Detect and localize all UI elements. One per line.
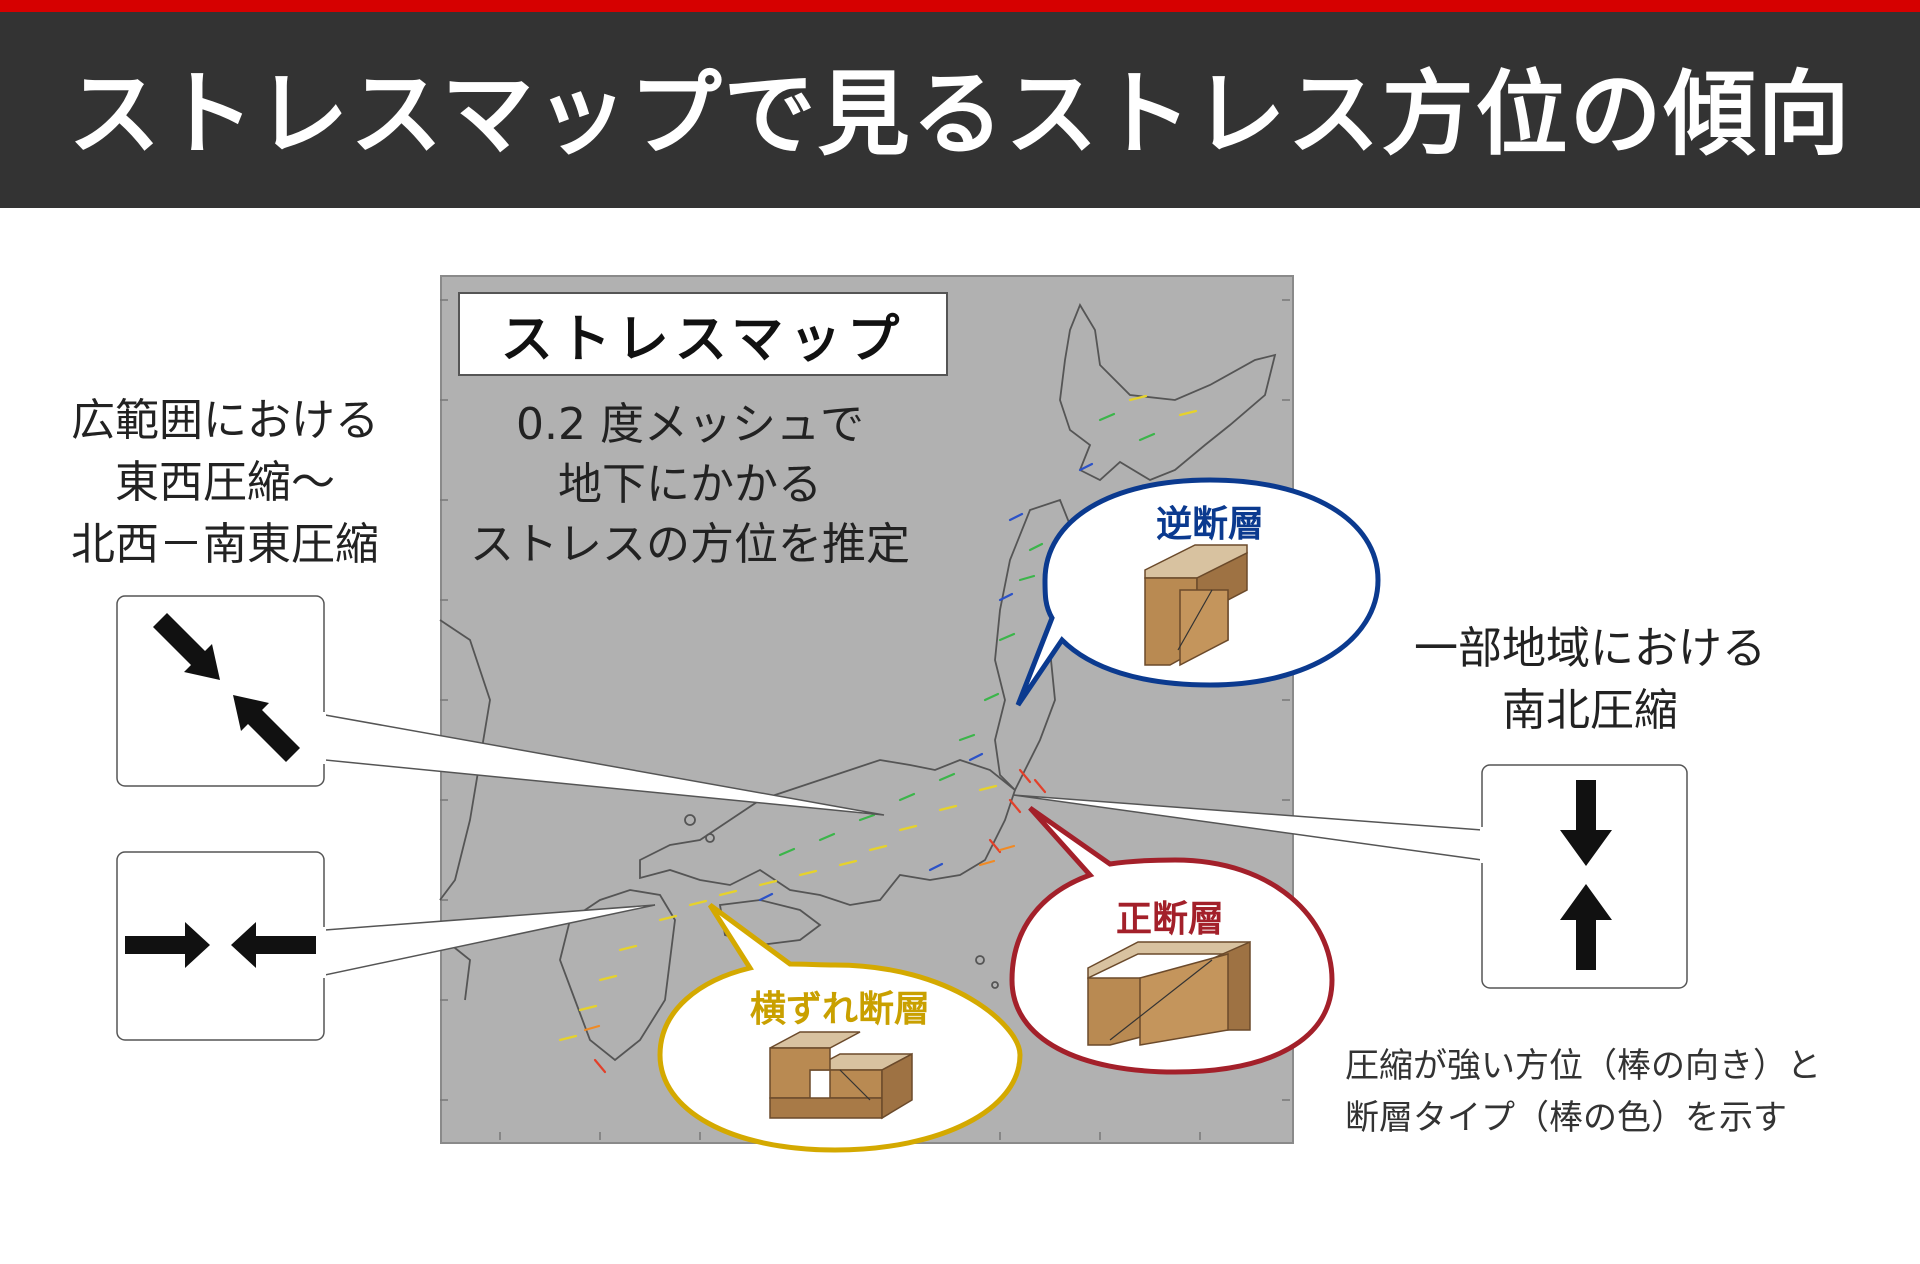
arrow-northwest-icon <box>233 695 300 762</box>
left-caption: 広範囲における 東西圧縮～ 北西－南東圧縮 <box>40 390 410 576</box>
arrow-up-icon <box>1560 884 1612 970</box>
legend-note-line: 圧縮が強い方位（棒の向き）と <box>1345 1046 1821 1086</box>
strike-slip-fault-bubble <box>657 902 1023 1153</box>
reverse-fault-label: 逆断層 <box>1155 504 1264 545</box>
ns-compression-box <box>1481 764 1688 989</box>
header-bar: ストレスマップで見るストレス方位の傾向 <box>0 0 1920 208</box>
callout-nw-se <box>324 714 885 816</box>
arrow-southeast-icon <box>153 613 220 680</box>
map-description-line: 0.2 度メッシュで <box>516 399 864 450</box>
map-description-line: 地下にかかる <box>558 459 822 510</box>
arrow-down-icon <box>1560 780 1612 866</box>
right-caption-line: 一部地域における <box>1414 623 1766 674</box>
normal-fault-block-icon <box>1087 940 1251 1046</box>
map-description: 0.2 度メッシュで 地下にかかる ストレスの方位を推定 <box>440 395 940 575</box>
left-caption-line: 広範囲における <box>71 395 379 446</box>
right-caption: 一部地域における 南北圧縮 <box>1380 618 1800 742</box>
stress-bars <box>558 394 1198 1074</box>
strike-slip-fault-label: 横ずれ断層 <box>749 989 930 1030</box>
nw-se-compression-box <box>116 595 325 787</box>
map-description-line: ストレスの方位を推定 <box>470 519 910 570</box>
page-title: ストレスマップで見るストレス方位の傾向 <box>68 61 1852 168</box>
legend-note: 圧縮が強い方位（棒の向き）と 断層タイプ（棒の色）を示す <box>1345 1040 1915 1144</box>
strike-slip-fault-block-icon <box>769 1031 913 1120</box>
map-title: ストレスマップ <box>458 292 948 376</box>
left-caption-line: 北西－南東圧縮 <box>71 519 379 570</box>
arrow-right-icon <box>125 922 210 968</box>
reverse-fault-block-icon <box>1144 544 1248 667</box>
right-caption-line: 南北圧縮 <box>1502 685 1678 736</box>
callout-ew <box>324 904 656 976</box>
normal-fault-label: 正断層 <box>1115 899 1224 940</box>
left-caption-line: 東西圧縮～ <box>115 457 335 508</box>
arrow-left-icon <box>231 922 316 968</box>
legend-note-line: 断層タイプ（棒の色）を示す <box>1345 1098 1787 1138</box>
